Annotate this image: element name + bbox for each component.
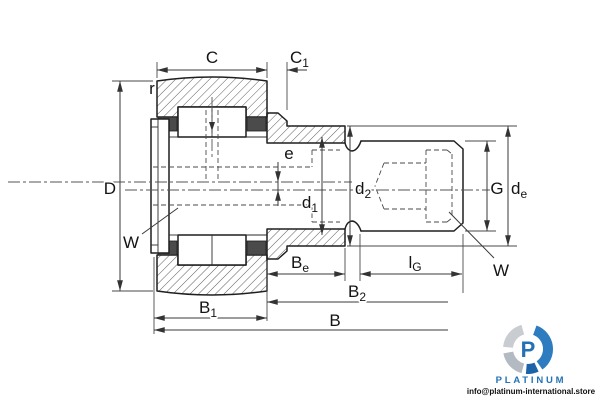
logo-brand-name: PLATINUM xyxy=(496,375,567,386)
dim-label-c1: C1 xyxy=(290,48,309,70)
eccentric-collar xyxy=(266,112,346,260)
w-right-leader xyxy=(448,211,495,259)
dim-label-w-left: W xyxy=(123,233,139,252)
dim-label-r: r xyxy=(149,79,155,98)
logo-p-letter: P xyxy=(521,337,536,362)
logo-inner-circle xyxy=(516,337,540,361)
dim-label-b: B xyxy=(329,311,340,330)
dim-label-b2: B2 xyxy=(348,282,366,304)
w-left-leader xyxy=(141,207,179,235)
dim-label-d2: d2 xyxy=(355,179,371,201)
collar-bottom-section xyxy=(266,228,346,260)
relief-groove-top xyxy=(344,140,362,152)
platinum-logo: P PLATINUM info@platinum-international.s… xyxy=(467,324,596,396)
dim-label-g: G xyxy=(490,179,503,198)
platinum-logo-emblem: P xyxy=(503,324,553,374)
dim-label-lg: lG xyxy=(408,253,421,274)
dimension-lines xyxy=(117,67,511,333)
seal xyxy=(246,116,267,132)
dim-label-d1: d1 xyxy=(302,193,318,215)
flange-disc xyxy=(150,118,170,254)
logo-swirl-blue-dark xyxy=(525,362,539,374)
logo-swirl-gray xyxy=(503,351,525,374)
dim-label-w-right: W xyxy=(493,261,509,280)
collar-top-section xyxy=(266,112,346,144)
dim-label-d-outer: D xyxy=(104,179,116,198)
logo-swirl-blue xyxy=(532,325,553,370)
logo-email: info@platinum-international.store xyxy=(467,387,596,396)
stud-flange xyxy=(150,118,170,254)
dim-label-c: C xyxy=(206,48,218,67)
seal xyxy=(246,240,267,256)
centerlines xyxy=(8,97,500,191)
dim-label-e: e xyxy=(284,144,293,163)
dimension-labels: C C1 r D W e d1 d2 G de W Be lG B2 B1 B xyxy=(102,47,529,332)
logo-swirl-gray-light xyxy=(503,324,525,349)
roller-center-arrow xyxy=(209,122,215,131)
relief-groove-bottom xyxy=(344,220,362,232)
dim-label-be: Be xyxy=(291,253,309,275)
threaded-stud-outline xyxy=(360,140,464,232)
stud-seat xyxy=(169,136,267,236)
dim-label-b1: B1 xyxy=(199,298,217,320)
hidden-lines xyxy=(153,110,453,223)
dim-label-de: de xyxy=(511,179,527,201)
